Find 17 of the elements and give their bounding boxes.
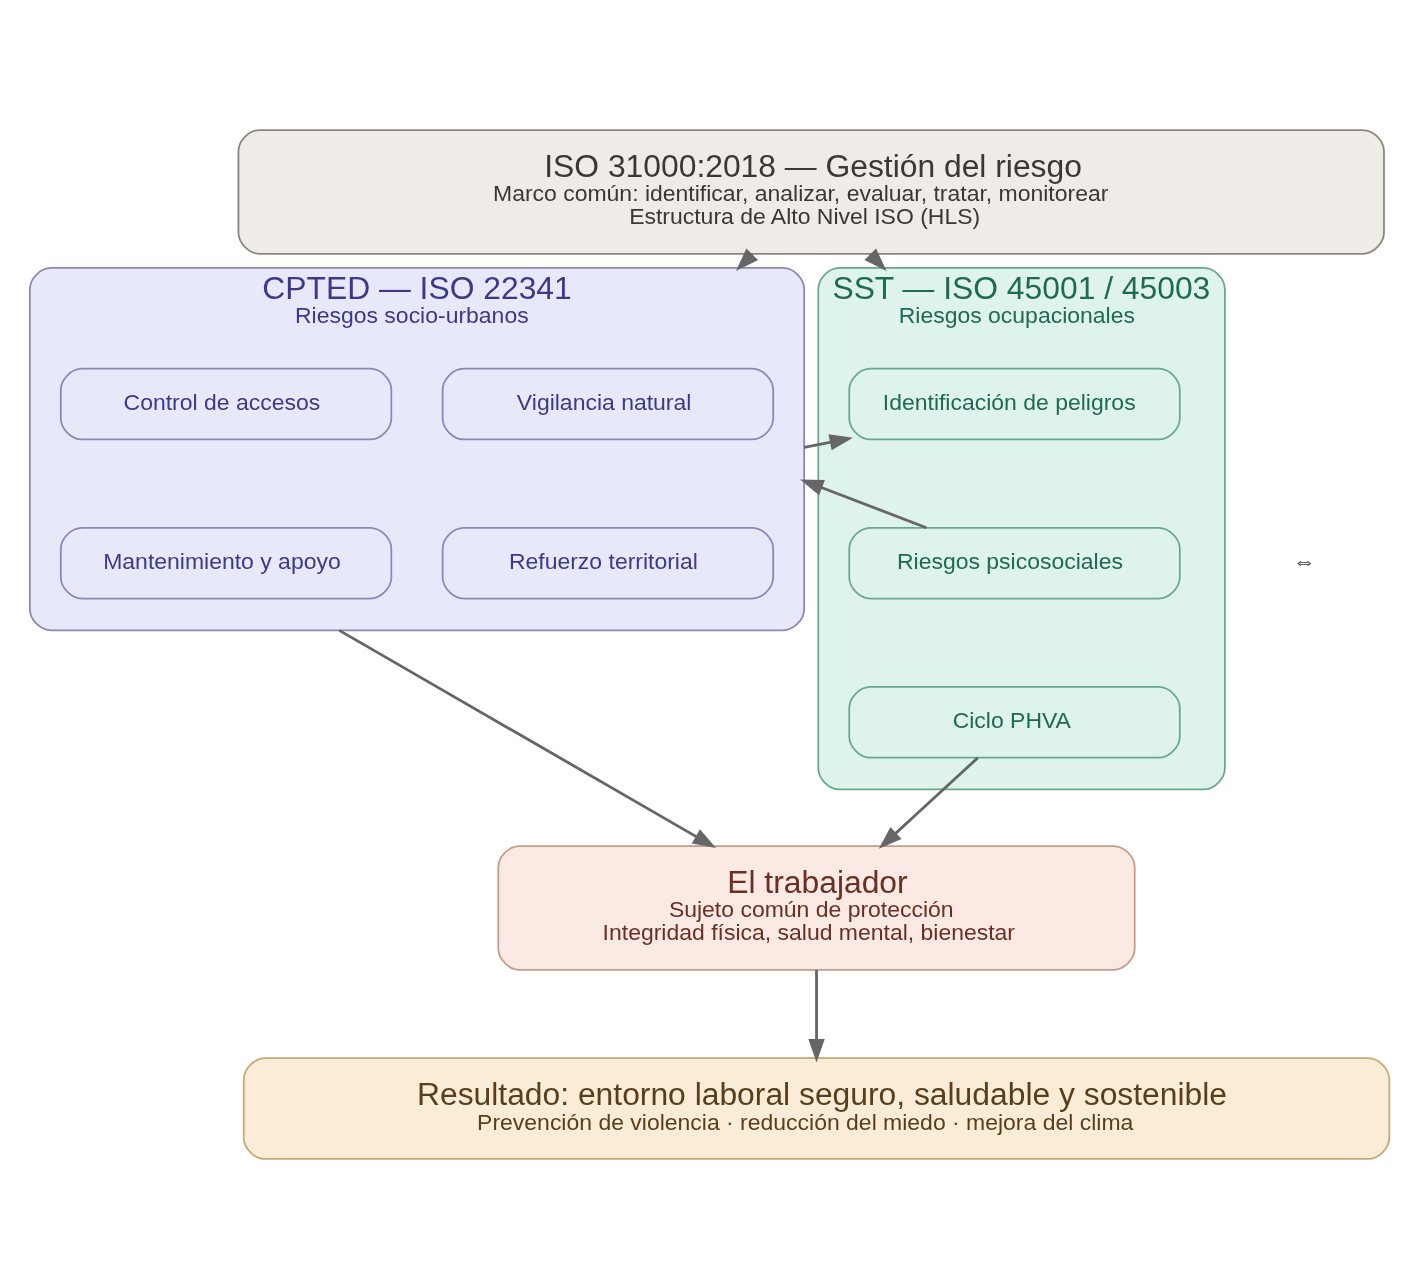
node-box: Refuerzo territorial bbox=[441, 526, 775, 599]
arrow bbox=[864, 248, 887, 271]
arrow bbox=[803, 433, 853, 450]
label: ⇔ bbox=[1292, 547, 1316, 574]
node-box: Ciclo PHVA bbox=[848, 685, 1181, 759]
arrow bbox=[808, 969, 825, 1062]
node-box: Resultado: entorno laboral seguro, saludable y sostenible Prevención de violencia · reducción del miedo · mejora del clima bbox=[242, 1056, 1391, 1160]
node-box: Riesgos psicosociales bbox=[848, 526, 1181, 599]
node-box: Control de accesos bbox=[59, 367, 393, 440]
arrow bbox=[735, 248, 759, 271]
node-box: Mantenimiento y apoyo bbox=[59, 526, 393, 599]
arrow bbox=[800, 478, 927, 529]
arrow bbox=[878, 756, 979, 849]
node-box: Vigilancia natural bbox=[441, 367, 775, 440]
node-box: Identificación de peligros bbox=[848, 367, 1181, 440]
arrow bbox=[338, 628, 717, 848]
node-box: El trabajador Sujeto común de protección Integridad física, salud mental, bienestar bbox=[497, 844, 1136, 971]
